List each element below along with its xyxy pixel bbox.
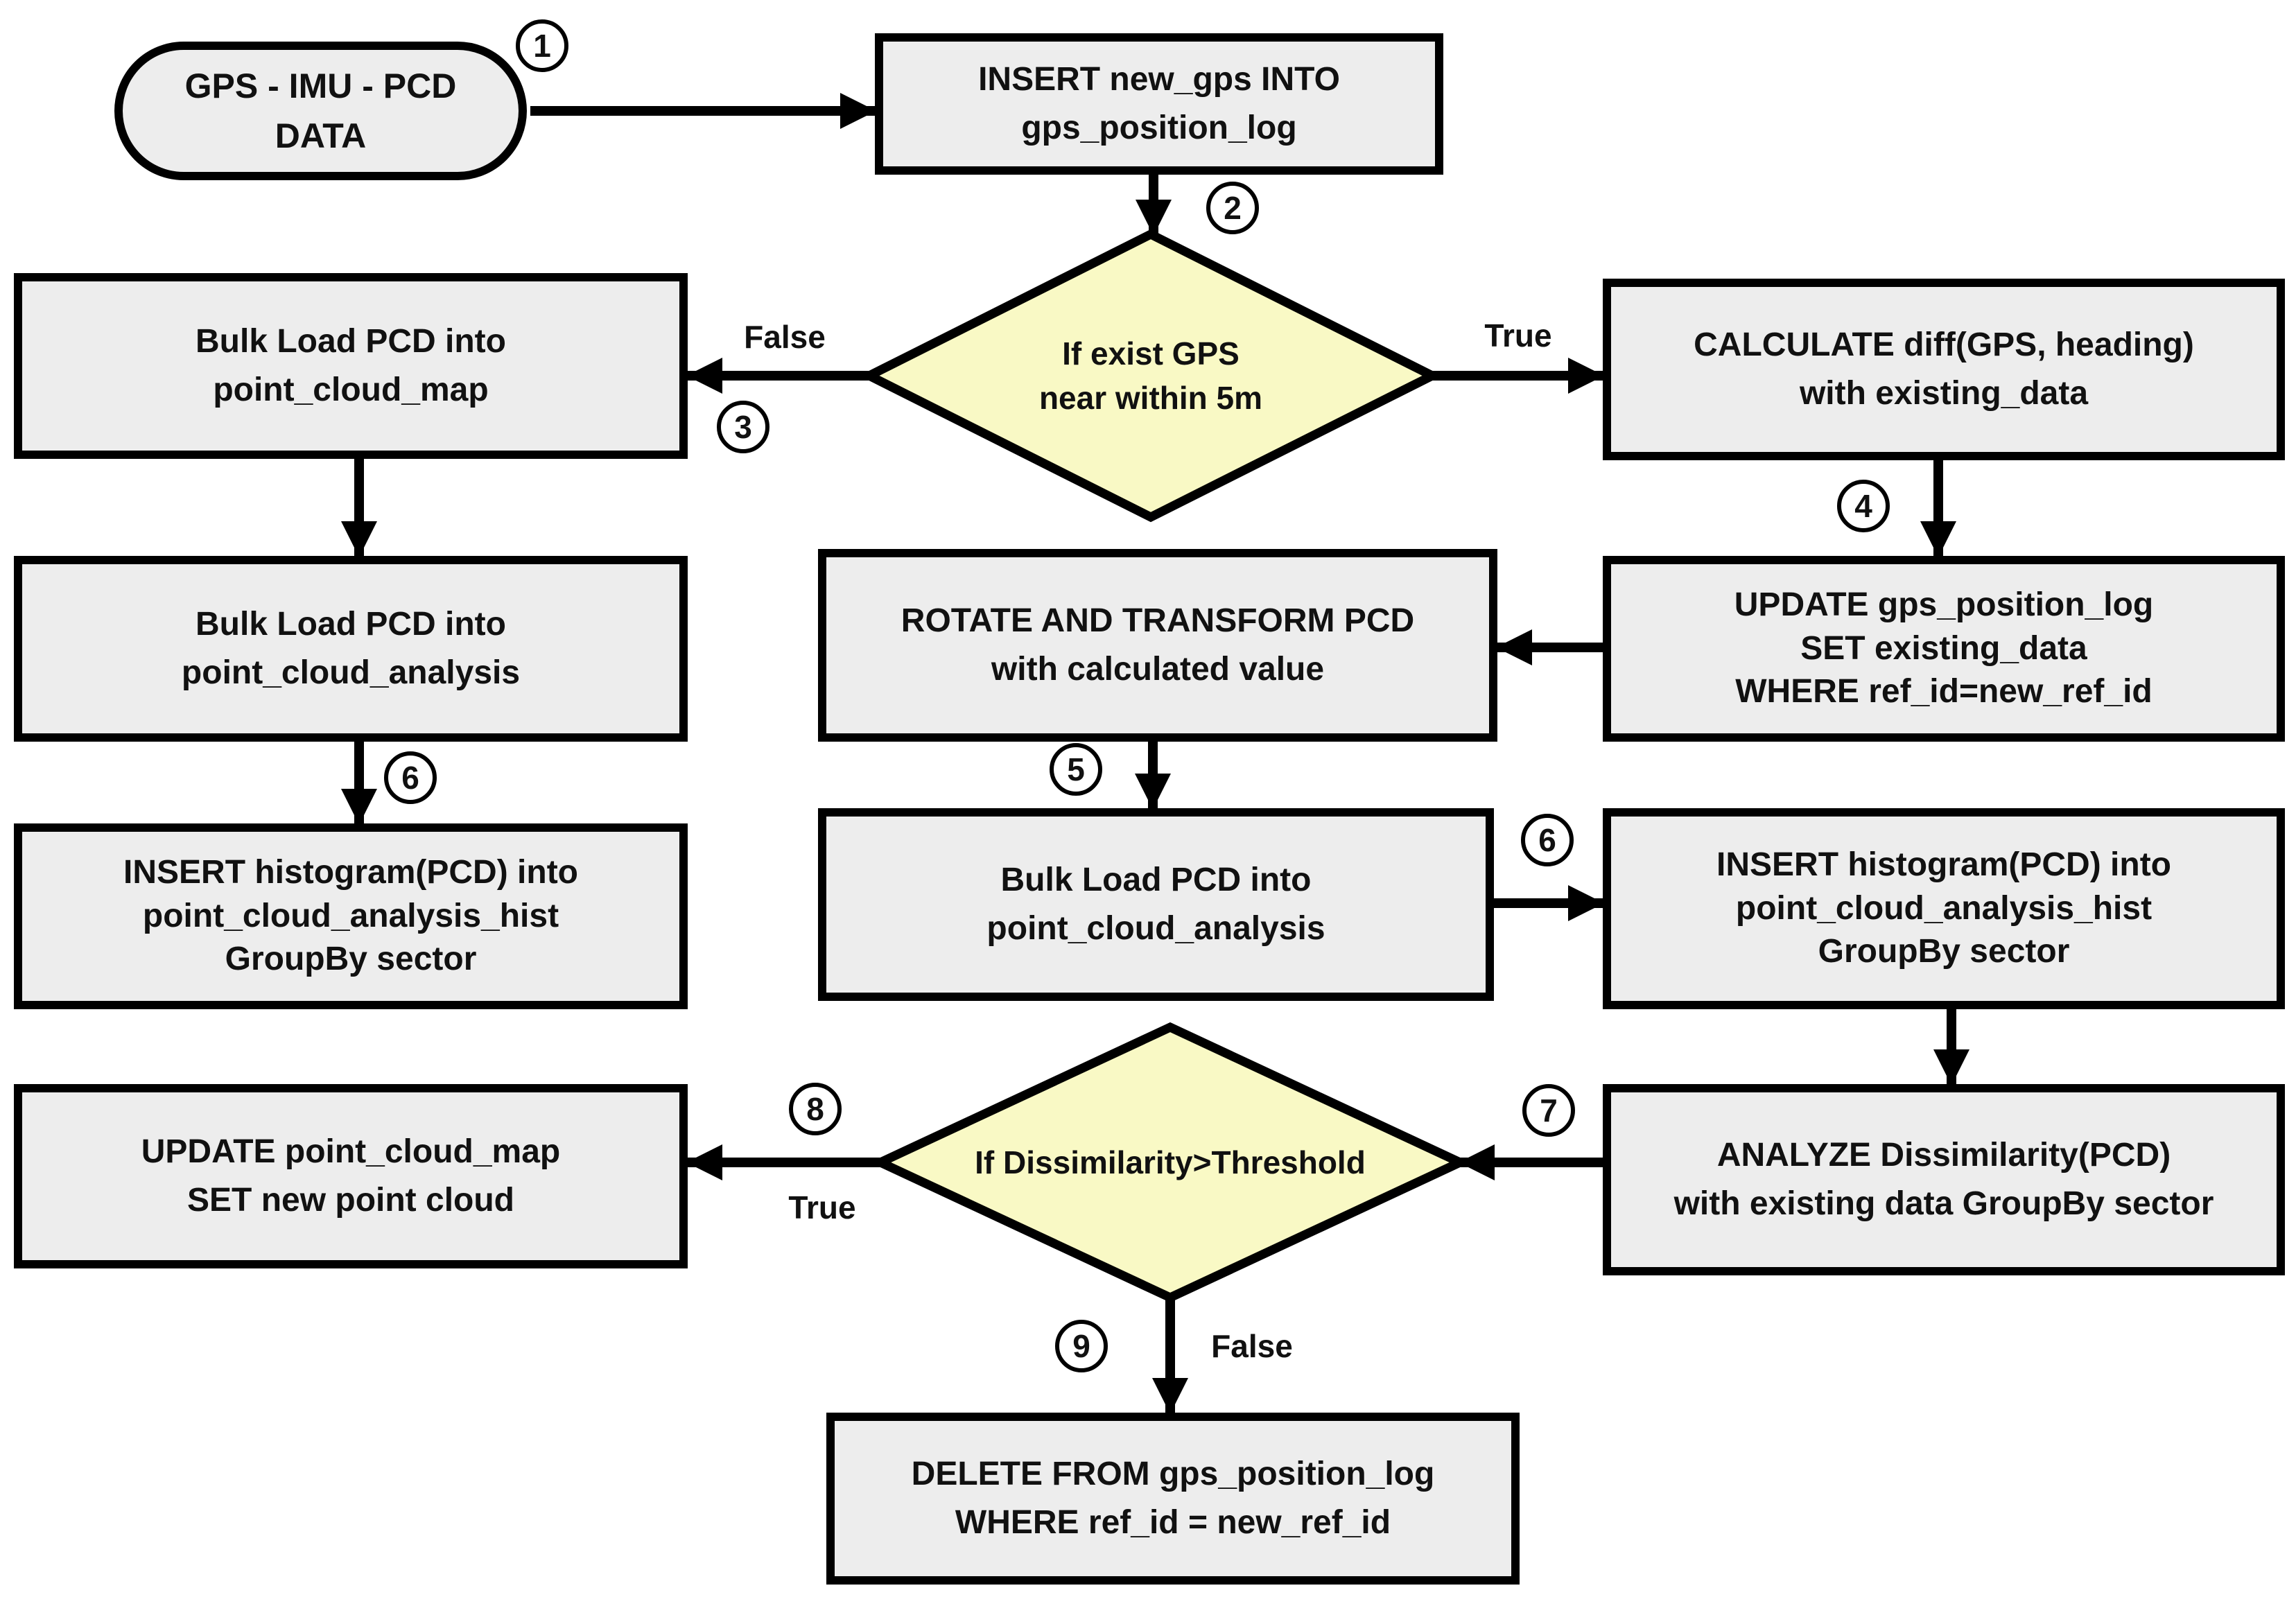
node-calculate-diff: CALCULATE diff(GPS, heading) with existi… bbox=[1603, 279, 2285, 460]
step-marker-6-right: 6 bbox=[1521, 814, 1574, 866]
node-start: GPS - IMU - PCD DATA bbox=[114, 42, 527, 180]
node-insert-gps: INSERT new_gps INTO gps_position_log bbox=[875, 33, 1443, 175]
step-marker-3: 3 bbox=[717, 401, 769, 453]
decision-gps-near-shape bbox=[859, 229, 1443, 523]
node-bulk-load-analysis-center: Bulk Load PCD into point_cloud_analysis bbox=[818, 808, 1494, 1001]
node-update-gps-log: UPDATE gps_position_log SET existing_dat… bbox=[1603, 556, 2285, 742]
edge-label-true-gps: True bbox=[1484, 317, 1552, 354]
node-update-point-cloud-map: UPDATE point_cloud_map SET new point clo… bbox=[14, 1084, 688, 1268]
edge-label-false-gps: False bbox=[744, 319, 826, 355]
step-marker-2: 2 bbox=[1206, 182, 1259, 234]
step-marker-6-left: 6 bbox=[384, 751, 437, 804]
node-decision-dissimilarity: If Dissimilarity>Threshold bbox=[975, 1144, 1366, 1180]
node-bulk-load-analysis-left: Bulk Load PCD into point_cloud_analysis bbox=[14, 556, 688, 742]
step-marker-1: 1 bbox=[516, 19, 568, 72]
node-insert-hist-left: INSERT histogram(PCD) into point_cloud_a… bbox=[14, 823, 688, 1009]
edge-label-false-dissim: False bbox=[1211, 1328, 1293, 1364]
step-marker-7: 7 bbox=[1522, 1084, 1575, 1137]
node-delete-gps-log: DELETE FROM gps_position_log WHERE ref_i… bbox=[826, 1413, 1520, 1585]
step-marker-8: 8 bbox=[789, 1083, 842, 1135]
step-marker-4: 4 bbox=[1837, 480, 1890, 532]
step-marker-5: 5 bbox=[1050, 743, 1102, 796]
step-marker-9: 9 bbox=[1055, 1320, 1108, 1372]
edge-label-true-dissim: True bbox=[788, 1189, 856, 1225]
node-rotate-transform: ROTATE AND TRANSFORM PCD with calculated… bbox=[818, 549, 1497, 742]
node-decision-gps-near: If exist GPS near within 5m bbox=[1038, 335, 1263, 416]
node-insert-hist-right: INSERT histogram(PCD) into point_cloud_a… bbox=[1603, 808, 2285, 1009]
node-analyze-dissimilarity: ANALYZE Dissimilarity(PCD) with existing… bbox=[1603, 1084, 2285, 1275]
node-bulk-load-map: Bulk Load PCD into point_cloud_map bbox=[14, 273, 688, 459]
